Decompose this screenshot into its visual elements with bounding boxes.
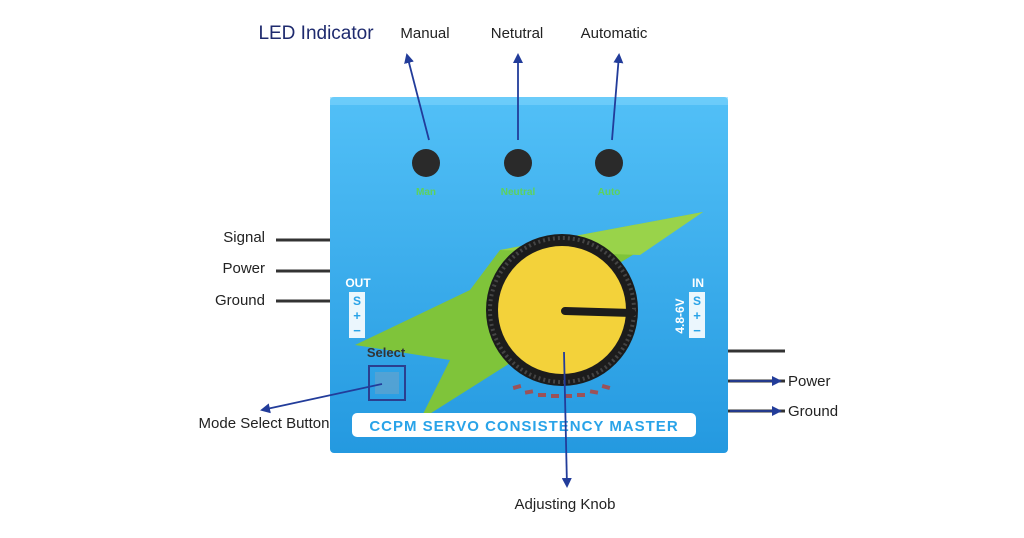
in-title: IN <box>692 276 704 290</box>
label-neutral: Netutral <box>491 25 544 42</box>
knob-arrow <box>561 351 572 488</box>
select-label: Select <box>367 345 406 360</box>
led-manual <box>412 149 440 177</box>
led-neutral-small-label: Neutral <box>501 187 536 198</box>
dial-scale <box>512 384 611 398</box>
label-adjusting-knob: Adjusting Knob <box>515 496 616 513</box>
out-pins <box>276 238 332 303</box>
brand-label: CCPM SERVO CONSISTENCY MASTER <box>369 418 678 435</box>
label-automatic: Automatic <box>581 25 648 42</box>
in-pin-minus: − <box>693 323 701 338</box>
in-voltage: 4.8-6V <box>673 298 687 333</box>
label-ground-left: Ground <box>215 292 265 309</box>
out-pin-plus: + <box>353 308 361 323</box>
adjusting-knob[interactable] <box>486 234 638 386</box>
brand-bar <box>352 413 696 437</box>
led-arrows <box>404 53 624 141</box>
label-mode-select: Mode Select Button <box>199 415 330 432</box>
label-power-right: Power <box>788 373 831 390</box>
led-neutral <box>504 149 532 177</box>
label-manual: Manual <box>400 25 449 42</box>
mode-select-arrow <box>260 383 383 414</box>
out-pin-minus: − <box>353 323 361 338</box>
label-ground-right: Ground <box>788 403 838 420</box>
in-pin-signal: S <box>693 294 701 308</box>
led-automatic <box>595 149 623 177</box>
title-led-indicator: LED Indicator <box>258 23 374 44</box>
out-title: OUT <box>345 276 371 290</box>
mode-select-button[interactable] <box>368 365 406 401</box>
right-arrows <box>730 376 782 416</box>
in-pin-plus: + <box>693 308 701 323</box>
label-signal: Signal <box>223 229 265 246</box>
led-automatic-small-label: Auto <box>598 187 621 198</box>
out-pin-signal: S <box>353 294 361 308</box>
led-manual-small-label: Man <box>416 187 436 198</box>
label-power-left: Power <box>222 260 265 277</box>
